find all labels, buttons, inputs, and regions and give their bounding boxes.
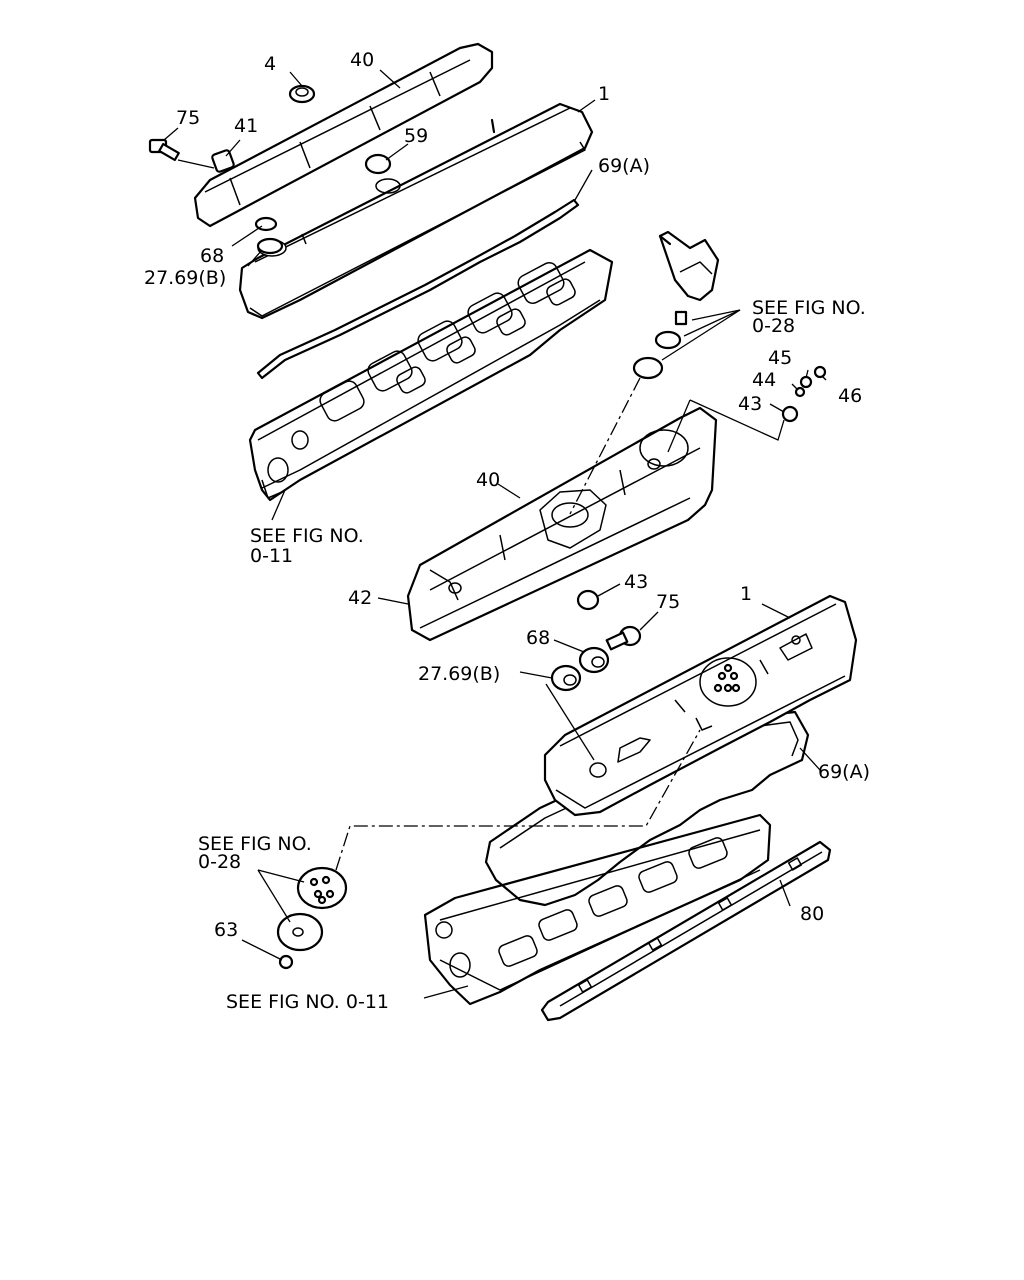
label-see-fig-011-upper-2: 0-11 — [250, 545, 293, 567]
callout-labels: 4 40 1 75 41 59 69(A) 68 27.69(B) SEE FI… — [144, 49, 870, 1013]
lower-cylinder-head — [423, 813, 772, 1006]
upper-rocker-cover — [238, 102, 594, 320]
label-4: 4 — [264, 53, 276, 75]
part-75-bolt-lower — [605, 625, 642, 651]
upper-leader-lines — [163, 69, 827, 605]
label-69a-lower: 69(A) — [818, 761, 870, 783]
upper-assembly — [148, 42, 827, 642]
part-80-manifold-gasket — [540, 840, 832, 1022]
label-59: 59 — [404, 125, 428, 147]
oil-filler-assembly — [632, 230, 720, 380]
label-43-upper: 43 — [738, 393, 762, 415]
label-40-middle: 40 — [476, 469, 500, 491]
label-1-lower: 1 — [740, 583, 752, 605]
label-see-fig-028-upper-1: SEE FIG NO. — [752, 297, 866, 319]
label-see-fig-011-upper-1: SEE FIG NO. — [250, 525, 364, 547]
label-see-fig-028-lower-2: 0-28 — [198, 851, 241, 873]
part-43-middle — [576, 589, 600, 611]
part-59-cap — [364, 153, 392, 175]
label-80: 80 — [800, 903, 824, 925]
label-46: 46 — [838, 385, 862, 407]
part-41-nut — [211, 149, 235, 173]
label-68-upper: 68 — [200, 245, 224, 267]
label-2769b-upper: 27.69(B) — [144, 267, 226, 289]
upper-gasket — [256, 198, 580, 380]
part-46 — [813, 365, 827, 379]
part-45 — [799, 375, 813, 389]
label-1-upper: 1 — [598, 83, 610, 105]
lower-breather-parts — [276, 866, 348, 970]
label-43-middle: 43 — [624, 571, 648, 593]
label-68-lower: 68 — [526, 627, 550, 649]
lower-leader-lines — [241, 603, 821, 999]
lower-rocker-cover — [543, 594, 858, 817]
label-44: 44 — [752, 369, 776, 391]
label-41: 41 — [234, 115, 258, 137]
part-43-upper — [781, 405, 799, 423]
label-see-fig-028-upper-2: 0-28 — [752, 315, 795, 337]
label-75-lower: 75 — [656, 591, 680, 613]
part-75-bolt — [148, 138, 180, 162]
label-63: 63 — [214, 919, 238, 941]
upper-heat-shield — [193, 42, 494, 228]
label-40-upper: 40 — [350, 49, 374, 71]
label-75-upper: 75 — [176, 107, 200, 129]
label-42: 42 — [348, 587, 372, 609]
label-45: 45 — [768, 347, 792, 369]
middle-rocker-cover — [406, 406, 718, 642]
upper-cylinder-head — [248, 248, 614, 502]
label-2769b-lower: 27.69(B) — [418, 663, 500, 685]
part-27-seal — [256, 237, 284, 255]
lower-assembly — [241, 594, 858, 1022]
label-see-fig-011-lower: SEE FIG NO. 0-11 — [226, 991, 389, 1013]
label-see-fig-028-lower-1: SEE FIG NO. — [198, 833, 312, 855]
label-69a-upper: 69(A) — [598, 155, 650, 177]
